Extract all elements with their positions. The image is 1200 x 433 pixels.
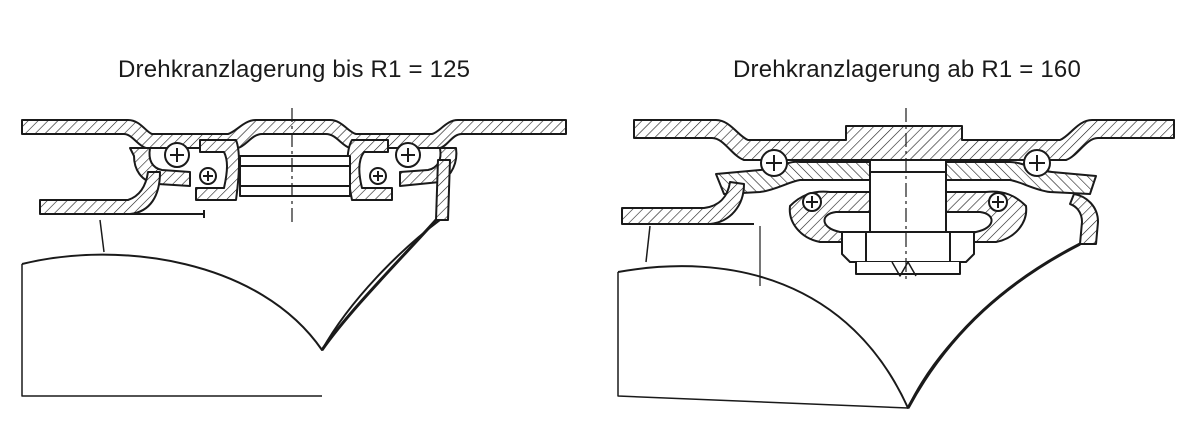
- left-raceway-housing-b: [195, 139, 240, 201]
- right-caster-drawing: [617, 108, 1175, 409]
- left-caster-drawing: [21, 108, 567, 397]
- right-top-plate: [633, 119, 1175, 161]
- right-ball-large-1: [760, 149, 788, 177]
- left-caption: Drehkranzlagerung bis R1 = 125: [118, 56, 471, 83]
- right-hex-nut: [841, 231, 975, 263]
- right-ball-small-2: [988, 192, 1008, 212]
- right-wheel-outline: [617, 243, 1081, 409]
- left-wheel-outline: [21, 219, 441, 351]
- left-inner-ring: [239, 155, 351, 197]
- left-raceway-housing-c: [346, 139, 393, 201]
- right-ball-large-2: [1023, 149, 1051, 177]
- left-fork-arm-right: [435, 159, 451, 221]
- left-ball-large-1: [164, 142, 190, 168]
- left-raceway-housing-a: [129, 147, 191, 187]
- right-kingpin: [869, 159, 947, 233]
- right-caption: Drehkranzlagerung ab R1 = 160: [733, 56, 1082, 83]
- left-fork-arm-left: [39, 171, 161, 215]
- right-ball-small-1: [802, 192, 822, 212]
- left-top-plate: [21, 119, 567, 149]
- left-ball-small-1: [199, 167, 217, 185]
- left-ball-small-2: [369, 167, 387, 185]
- right-lower-raceway-b: [945, 161, 1097, 195]
- left-ball-large-2: [395, 142, 421, 168]
- right-fork-arm-left: [621, 181, 745, 225]
- right-fork-arm-right: [1069, 193, 1099, 245]
